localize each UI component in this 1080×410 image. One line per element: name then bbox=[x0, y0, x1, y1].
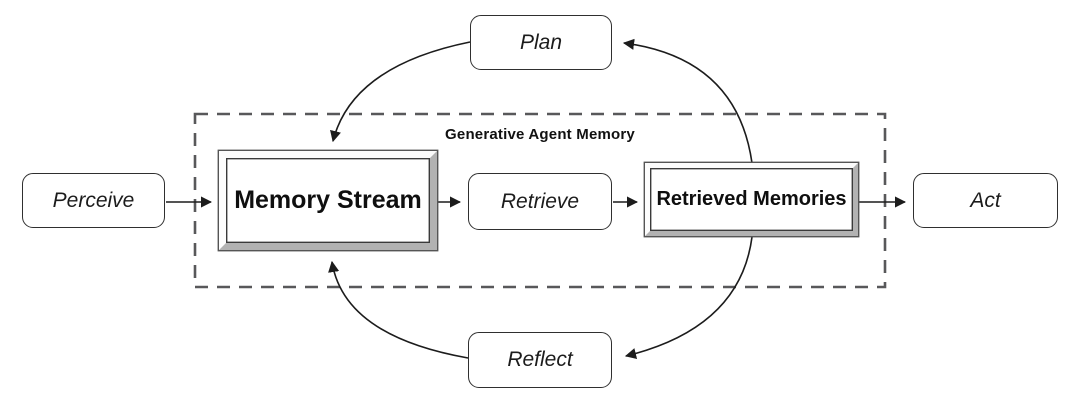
node-retrieve: Retrieve bbox=[468, 173, 612, 230]
node-reflect-label: Reflect bbox=[507, 348, 573, 371]
arrow-retrieved-memories-to-plan bbox=[622, 38, 753, 164]
node-plan-label: Plan bbox=[519, 30, 563, 54]
memory-container-label: Generative Agent Memory bbox=[445, 126, 635, 143]
node-reflect: Reflect bbox=[468, 332, 612, 388]
arrow-reflect-to-memory-stream bbox=[328, 260, 469, 359]
node-retrieve-label: Retrieve bbox=[500, 189, 580, 213]
node-act: Act bbox=[913, 173, 1058, 228]
node-act-label: Act bbox=[970, 188, 1001, 212]
node-perceive: Perceive bbox=[22, 173, 165, 228]
node-memory-stream-label: Memory Stream bbox=[234, 186, 422, 214]
arrow-retrieved-memories-to-reflect bbox=[624, 236, 753, 360]
node-retrieved-memories-label: Retrieved Memories bbox=[656, 188, 847, 210]
node-perceive-label: Perceive bbox=[52, 188, 135, 212]
node-memory-stream: Memory Stream bbox=[219, 151, 437, 250]
node-plan: Plan bbox=[470, 15, 612, 70]
memory-container-dashed-border bbox=[193, 112, 887, 289]
arrow-plan-to-memory-stream bbox=[330, 41, 471, 143]
node-retrieved-memories: Retrieved Memories bbox=[645, 163, 858, 236]
